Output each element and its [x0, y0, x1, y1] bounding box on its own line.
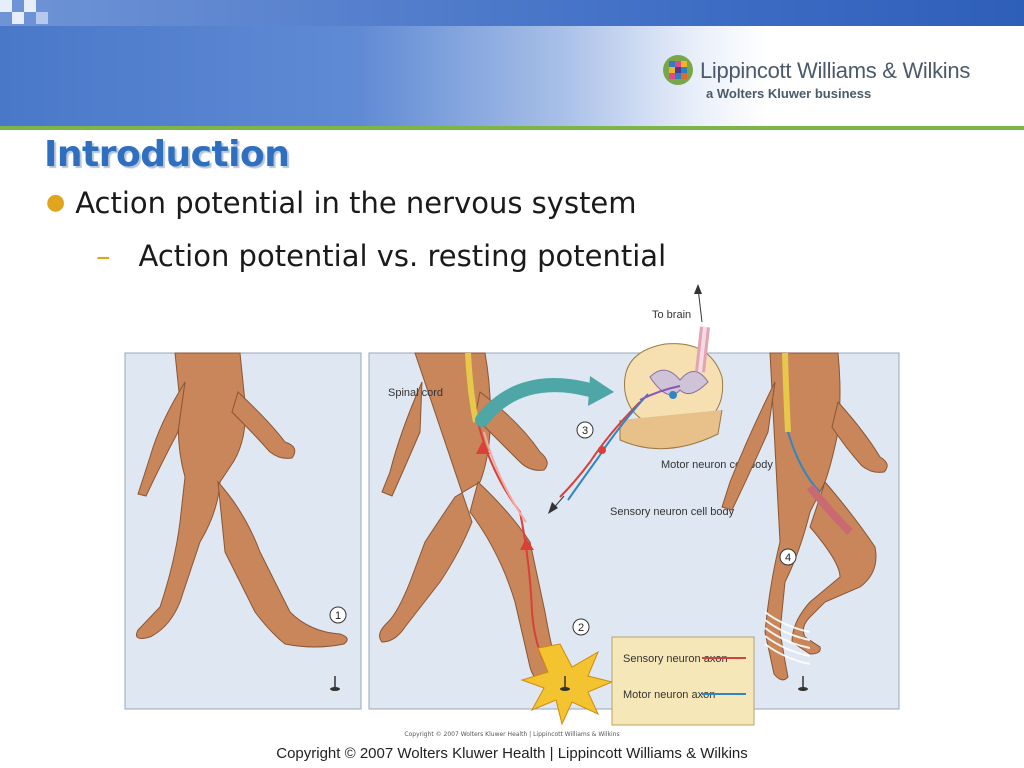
- logo-name: Lippincott Williams & Wilkins: [700, 58, 971, 83]
- logo-mark-icon: [663, 55, 693, 85]
- bullet-text: Action potential vs. resting potential: [138, 239, 667, 273]
- pain-starburst: [520, 643, 614, 726]
- step-number-3: 3: [582, 425, 588, 437]
- label-sensory-neuron-cell-body: Sensory neuron cell body: [610, 506, 735, 518]
- spinal-cord-inset: [548, 284, 724, 514]
- bullet-dot-icon: ●: [46, 190, 66, 215]
- motion-lines: [764, 611, 811, 665]
- figure-legend: Sensory neuron axon Motor neuron axon: [611, 636, 755, 726]
- figure-person-1: [136, 352, 348, 648]
- step-number-4: 4: [785, 552, 791, 564]
- figure-person-3: [721, 352, 888, 681]
- label-motor-neuron-cell-body: Motor neuron cell body: [661, 459, 773, 471]
- publisher-logo: Lippincott Williams & Wilkins a Wolters …: [662, 52, 1002, 108]
- step-number-1: 1: [335, 610, 341, 622]
- legend-motor-label: Motor neuron axon: [623, 689, 715, 701]
- bullet-item-level-2: –Action potential vs. resting potential: [96, 239, 666, 273]
- header-rule: [0, 126, 1024, 130]
- header-top-strip: [0, 0, 1024, 26]
- legend-sensory-label: Sensory neuron axon: [623, 653, 728, 665]
- pin-icon: [330, 676, 340, 691]
- bullet-text: Action potential in the nervous system: [75, 186, 637, 220]
- label-to-brain: To brain: [652, 309, 691, 321]
- step-number-2: 2: [578, 622, 584, 634]
- label-spinal-cord: Spinal cord: [388, 387, 443, 399]
- reflex-figure: 1 2 3 To br: [124, 284, 900, 726]
- bullet-dash-icon: –: [96, 239, 111, 273]
- figure-copyright: Copyright © 2007 Wolters Kluwer Health |…: [404, 731, 620, 738]
- pin-icon: [560, 676, 570, 691]
- slide-title: Introduction: [44, 134, 290, 175]
- logo-subtitle: a Wolters Kluwer business: [706, 86, 872, 101]
- slide-footer: Copyright © 2007 Wolters Kluwer Health |…: [276, 745, 748, 762]
- decorative-squares: [0, 0, 60, 26]
- pin-icon: [798, 676, 808, 691]
- bullet-item-level-1: ● Action potential in the nervous system: [46, 186, 637, 220]
